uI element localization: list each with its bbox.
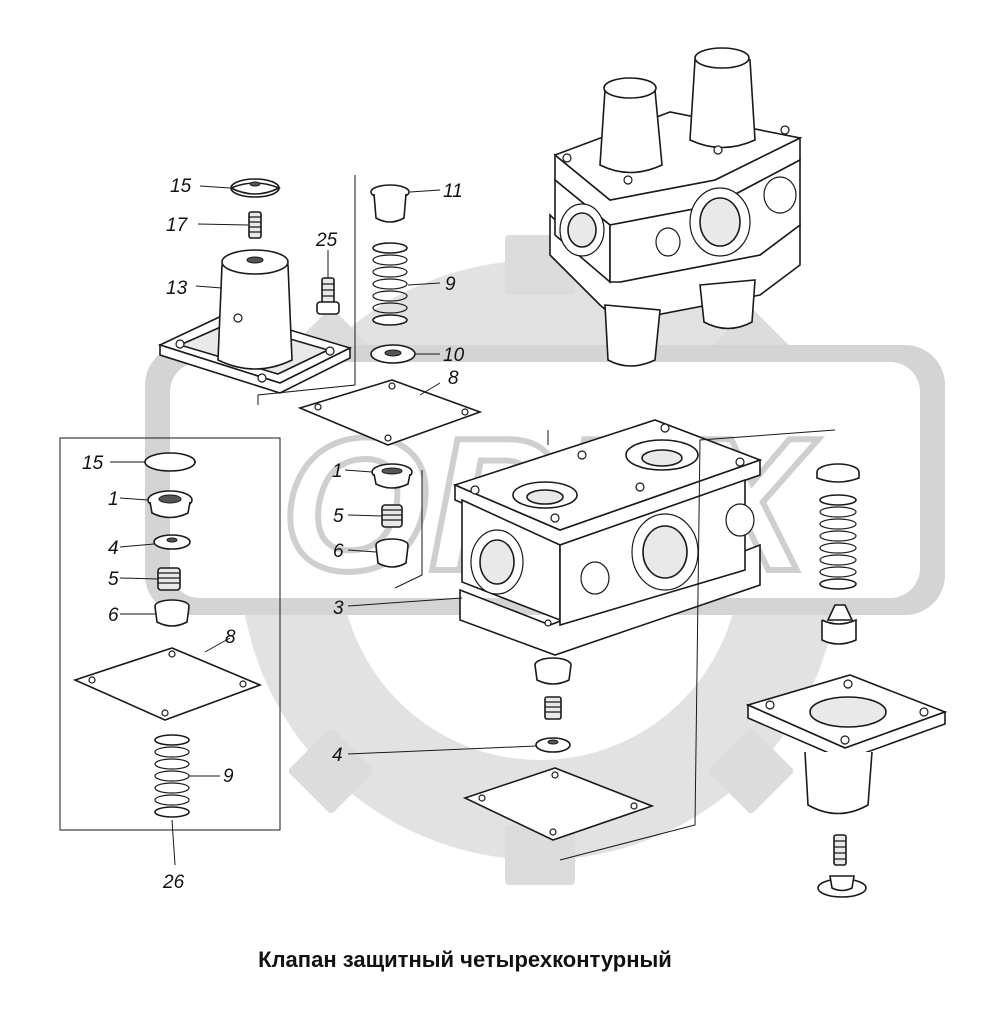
label-4-kit: 4 — [108, 538, 119, 559]
label-6-kit: 6 — [108, 605, 119, 626]
label-10: 10 — [443, 345, 465, 366]
part-15-cap-kit — [144, 452, 197, 472]
bracket-line-mid — [394, 470, 423, 589]
part-6-plunger-center — [375, 538, 409, 568]
part-spring-bottom-center — [544, 696, 562, 720]
label-11: 11 — [443, 181, 463, 202]
diagram-title: Клапан защитный четырехконтурный — [258, 947, 672, 972]
part-9-spring-kit — [154, 734, 190, 818]
label-8: 8 — [448, 368, 459, 389]
part-1-seal-center — [371, 463, 413, 489]
label-4-bottom: 4 — [332, 745, 343, 766]
label-5-center: 5 — [333, 506, 344, 527]
part-5-spring-center — [381, 504, 403, 528]
part-10-washer — [370, 344, 416, 364]
part-cap-right — [816, 463, 860, 483]
part-plunger-bottom — [534, 657, 572, 685]
callout-labels: 15 17 13 25 11 9 10 8 15 1 4 5 6 8 9 26 … — [82, 176, 465, 893]
leader-lines — [110, 185, 537, 866]
part-cover-bottom-right — [745, 674, 948, 815]
part-5-spring-kit — [157, 567, 181, 591]
part-4-disc-bottom — [535, 737, 571, 753]
label-6-center: 6 — [333, 541, 344, 562]
part-13-cover-housing — [157, 249, 353, 394]
label-3: 3 — [333, 598, 344, 619]
label-1-center: 1 — [332, 461, 343, 482]
assembled-valve — [549, 47, 803, 367]
label-13: 13 — [166, 278, 188, 299]
part-15-cap-top — [230, 178, 281, 198]
label-17: 17 — [166, 215, 189, 236]
bracket-line-top — [257, 175, 356, 405]
part-8-diaphragm-kit — [72, 647, 263, 721]
part-spring-right — [819, 494, 857, 590]
part-8-diaphragm-top — [297, 379, 483, 446]
label-25: 25 — [315, 230, 338, 251]
part-9-spring-top — [372, 242, 408, 326]
part-11-valve-cap — [370, 184, 410, 223]
label-5-kit: 5 — [108, 569, 119, 590]
label-26: 26 — [162, 872, 185, 893]
kit-frame — [59, 437, 281, 831]
part-cap-bottom — [817, 875, 867, 898]
label-9-kit: 9 — [223, 766, 234, 787]
label-9: 9 — [445, 274, 456, 295]
part-1-seal-kit — [147, 490, 193, 519]
label-15-kit: 15 — [82, 453, 104, 474]
part-17-spring-small — [248, 211, 262, 239]
part-4-disc-kit — [153, 534, 191, 550]
part-25-screw — [316, 277, 340, 315]
part-diaphragm-bottom — [462, 767, 655, 841]
part-6-plunger-kit — [154, 599, 190, 627]
part-piston-right — [821, 604, 857, 645]
part-spring-small-bottom — [833, 834, 847, 866]
label-8-kit: 8 — [225, 627, 236, 648]
label-1-kit: 1 — [108, 489, 119, 510]
part-3-valve-body — [452, 419, 763, 656]
bracket-line-right — [559, 429, 836, 861]
label-15: 15 — [170, 176, 192, 197]
